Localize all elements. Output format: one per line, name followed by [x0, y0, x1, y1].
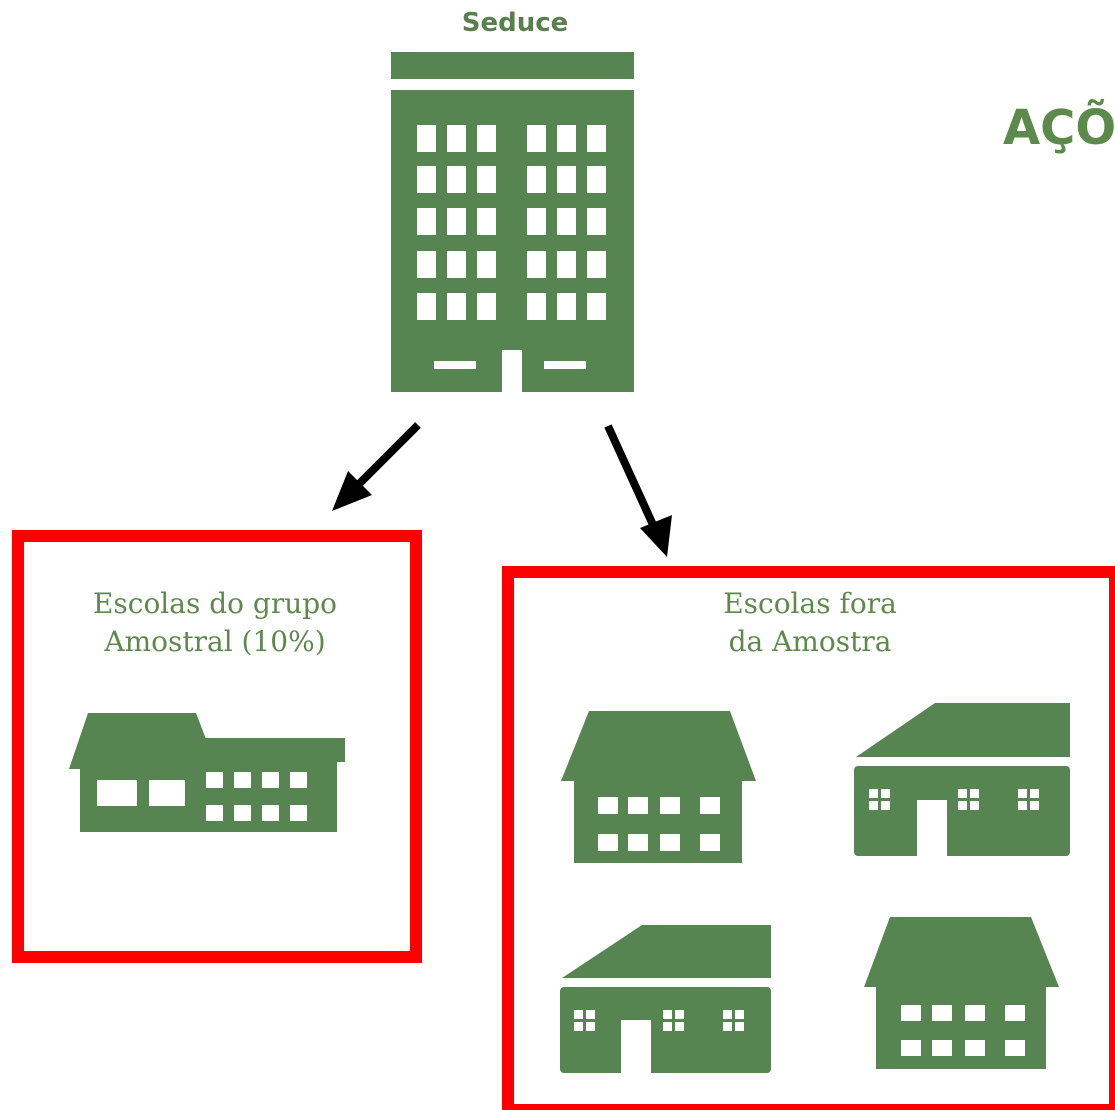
seduce-label: Seduce [461, 8, 569, 38]
section-heading: AÇÕ [1003, 100, 1115, 156]
non-sample-group-label: Escolas fora da Amostra [723, 587, 897, 658]
sample-group-label: Escolas do grupo Amostral (10%) [92, 587, 338, 658]
